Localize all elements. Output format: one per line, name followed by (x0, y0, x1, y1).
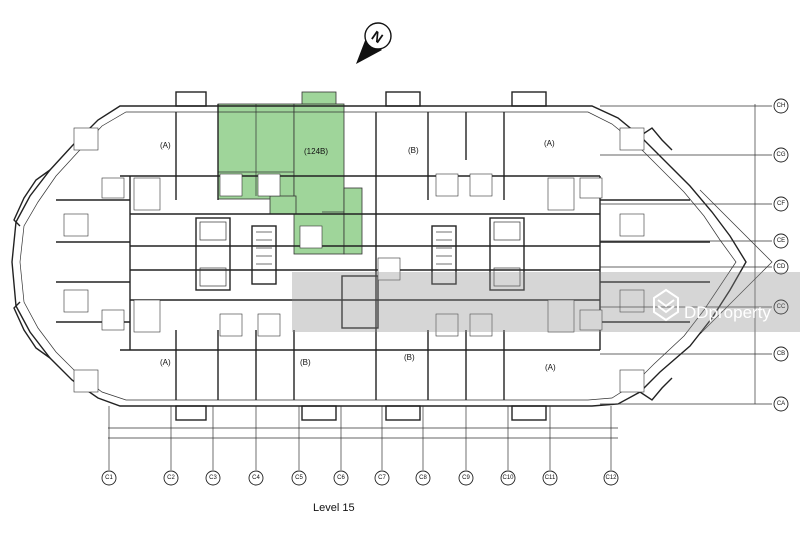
grid-row-label: CG (777, 152, 786, 158)
grid-bubble (773, 299, 789, 315)
grid-column-label: C3 (209, 475, 217, 481)
highlighted-unit-124b[interactable] (217, 91, 363, 255)
interior-walls (56, 104, 710, 400)
north-arrow-icon: N (356, 22, 392, 64)
unit-label-b-bottom-left: (B) (300, 358, 311, 367)
grid-column-label: C1 (105, 475, 113, 481)
grid-columns: C1 C2 C3 C4 C5 C6 C7 C8 C9 C10 C11 C12 (101, 406, 619, 486)
grid-column-label: C2 (167, 475, 175, 481)
grid-bubble (773, 98, 789, 114)
grid-column-label: C5 (295, 475, 303, 481)
grid-bubble (773, 233, 789, 249)
grid-row-label: CB (777, 351, 785, 357)
grid-row-label: CH (777, 103, 786, 109)
level-caption: Level 15 (313, 502, 355, 514)
unit-label-a-bottom-left: (A) (160, 358, 171, 367)
grid-column-label: C4 (252, 475, 260, 481)
unit-label-a-bottom-right: (A) (545, 363, 556, 372)
grid-bubble (333, 470, 349, 486)
unit-label-b-bottom-right: (B) (404, 353, 415, 362)
grid-bubble (415, 470, 431, 486)
unit-label-a-top-right: (A) (544, 139, 555, 148)
grid-bubble (374, 470, 390, 486)
watermark: DDproperty (292, 272, 800, 332)
grid-bubble (773, 396, 789, 412)
watermark-text: DDproperty (684, 303, 771, 322)
grid-bubble (773, 346, 789, 362)
grid-column-label: C8 (419, 475, 427, 481)
grid-bubble (773, 259, 789, 275)
dimension-lines (108, 104, 773, 439)
grid-bubble (163, 470, 179, 486)
grid-row-label: CC (777, 304, 786, 310)
unit-label-b-top: (B) (408, 146, 419, 155)
unit-label-a-top-left: (A) (160, 141, 171, 150)
grid-rows: CH CG CF CE CD CC CB CA (600, 98, 789, 412)
grid-column-label: C6 (337, 475, 345, 481)
grid-bubble (101, 470, 117, 486)
grid-column-label: C12 (605, 475, 617, 481)
grid-bubble (291, 470, 307, 486)
grid-bubble (603, 470, 619, 486)
grid-bubble (500, 470, 516, 486)
unit-label-124b: (124B) (304, 147, 328, 156)
grid-bubble (205, 470, 221, 486)
grid-bubble (773, 196, 789, 212)
grid-bubble (542, 470, 558, 486)
grid-column-label: C9 (462, 475, 470, 481)
grid-bubble (773, 147, 789, 163)
grid-bubble (248, 470, 264, 486)
grid-column-label: C7 (378, 475, 386, 481)
grid-bubble (458, 470, 474, 486)
grid-row-label: CD (777, 264, 786, 270)
grid-row-label: CE (777, 238, 785, 244)
ddproperty-logo-icon (653, 288, 679, 322)
grid-column-label: C11 (545, 475, 556, 481)
grid-row-label: CF (777, 201, 785, 207)
grid-column-label: C10 (502, 475, 514, 481)
grid-row-label: CA (777, 401, 785, 407)
